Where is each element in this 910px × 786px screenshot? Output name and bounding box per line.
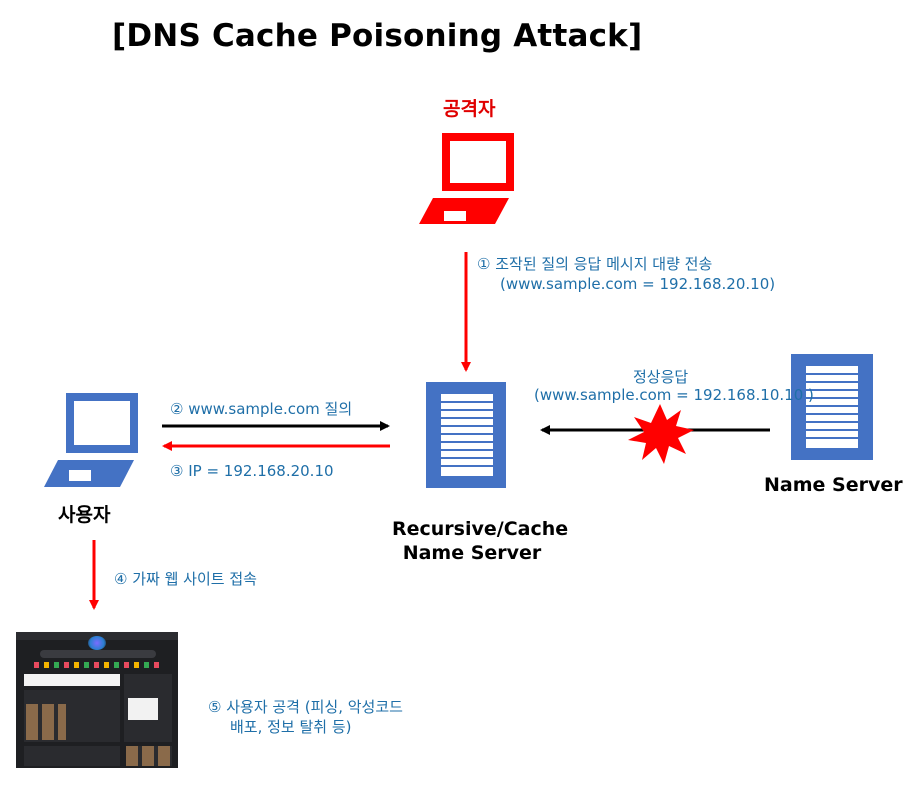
- ad-banner: [128, 698, 158, 720]
- name-server-label: Name Server: [764, 474, 903, 496]
- step1-label: ① 조작된 질의 응답 메시지 대량 전송: [477, 255, 713, 273]
- user-laptop-icon: [44, 393, 138, 487]
- normal-response-label: 정상응답: [633, 368, 689, 386]
- fake-website-screenshot: [16, 632, 178, 768]
- step1-detail: (www.sample.com = 192.168.20.10): [500, 275, 776, 293]
- shortcut-icons: [34, 662, 164, 668]
- bottom-card: [24, 746, 120, 766]
- user-label: 사용자: [58, 504, 111, 526]
- step3-label: ③ IP = 192.168.20.10: [170, 462, 334, 480]
- news-thumbnails: [26, 704, 66, 740]
- site-search-bar: [40, 650, 156, 658]
- step5-label: ⑤ 사용자 공격 (피싱, 악성코드: [208, 698, 403, 716]
- explosion-icon: [628, 404, 694, 464]
- step2-label: ② www.sample.com 질의: [170, 400, 353, 418]
- name-server-icon: [791, 354, 873, 460]
- attacker-laptop-icon: [419, 133, 514, 224]
- step5-detail: 배포, 정보 탈취 등): [230, 718, 352, 736]
- cache-server-icon: [426, 382, 506, 488]
- normal-response-detail: (www.sample.com = 192.168.10.10 ): [534, 386, 814, 404]
- attacker-label: 공격자: [443, 98, 496, 120]
- step4-label: ④ 가짜 웹 사이트 접속: [114, 570, 257, 588]
- cache-server-label-line1: Recursive/Cache: [392, 518, 569, 540]
- bottom-thumbnails: [126, 746, 172, 766]
- cache-server-label-line2: Name Server: [402, 542, 542, 564]
- login-box: [24, 674, 120, 686]
- site-logo-icon: [88, 636, 106, 650]
- diagram-title: [DNS Cache Poisoning Attack]: [112, 18, 643, 54]
